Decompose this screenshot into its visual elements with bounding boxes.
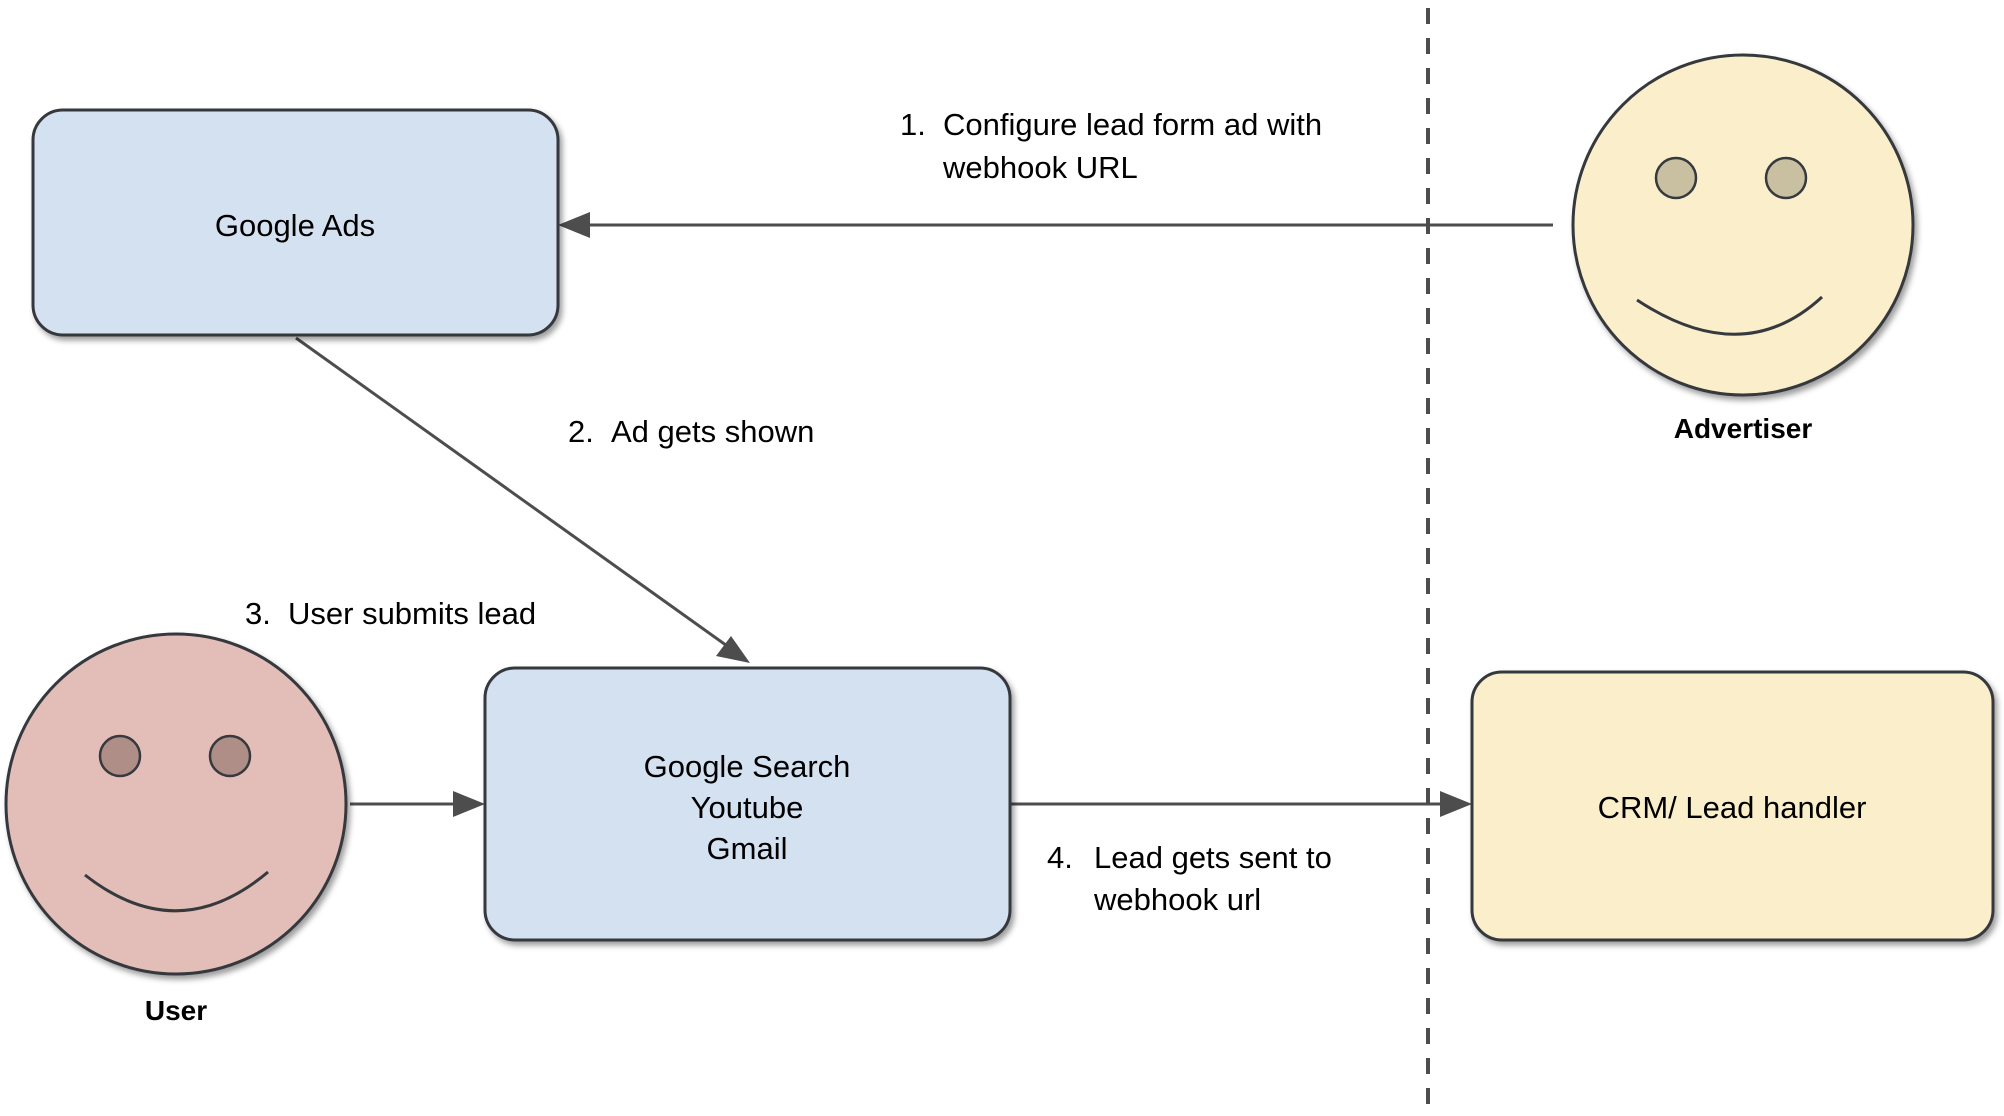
edge-2-label: Ad gets shown (611, 414, 814, 449)
crm-lead-handler-label: CRM/ Lead handler (1598, 790, 1867, 825)
google-properties-label-line-1: Google Search (644, 749, 851, 784)
google-properties-label-line-2: Youtube (691, 790, 804, 825)
edge-1-label-line-2: webhook URL (942, 150, 1138, 185)
edge-user-submits-lead (350, 791, 485, 817)
actor-user[interactable]: User (4, 632, 348, 1026)
edge-lead-sent-to-webhook (1010, 791, 1472, 817)
user-smile-icon (84, 870, 269, 913)
node-crm-lead-handler[interactable]: CRM/ Lead handler (1470, 670, 1995, 942)
edge-3-step: 3. (245, 596, 271, 631)
google-properties-box-shape[interactable] (483, 666, 1012, 942)
crm-lead-handler-box-shape[interactable] (1470, 670, 1995, 942)
edge-3-label: User submits lead (288, 596, 536, 631)
edge-4-step: 4. (1047, 840, 1073, 875)
advertiser-face-icon[interactable] (1571, 53, 1915, 397)
edge-4-label-line-2: webhook url (1093, 882, 1261, 917)
edge-4-label-line-1: Lead gets sent to (1094, 840, 1332, 875)
user-caption: User (145, 995, 207, 1026)
edge-1-label-line-1: Configure lead form ad with (943, 107, 1322, 142)
user-left-eye-icon (98, 734, 142, 778)
user-right-eye-icon (208, 734, 252, 778)
edge-2-step: 2. (568, 414, 594, 449)
edge-1-step: 1. (900, 107, 926, 142)
advertiser-left-eye-icon (1654, 156, 1698, 200)
edge-configure-lead-form (558, 212, 1553, 238)
google-properties-label-line-3: Gmail (707, 831, 788, 866)
google-ads-box-shape[interactable] (31, 108, 560, 337)
edge-ad-gets-shown (295, 336, 750, 663)
advertiser-smile-icon (1636, 295, 1824, 336)
user-face-icon[interactable] (4, 632, 348, 976)
google-ads-label: Google Ads (215, 208, 375, 243)
actor-advertiser[interactable]: Advertiser (1571, 53, 1915, 444)
advertiser-caption: Advertiser (1674, 413, 1813, 444)
advertiser-right-eye-icon (1764, 156, 1808, 200)
node-google-ads[interactable]: Google Ads (31, 108, 560, 337)
node-google-properties[interactable]: Google Search Youtube Gmail (483, 666, 1012, 942)
